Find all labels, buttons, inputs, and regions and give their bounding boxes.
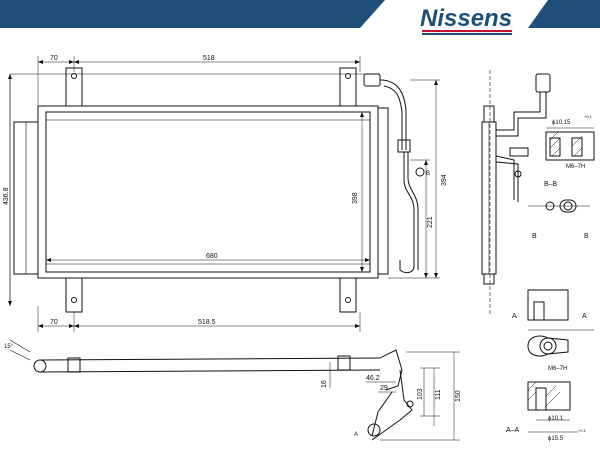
logo-underline-red	[422, 30, 512, 32]
view-b-left: B	[532, 233, 537, 240]
bb-tolerance: +0.1	[584, 114, 593, 119]
section-b-mark-left: B	[426, 171, 430, 177]
section-a-mark-left: A	[512, 313, 517, 320]
dim-pipe-height: 221	[427, 216, 434, 228]
bb-thread: M6–7H	[566, 164, 585, 170]
dim-overall-height: 436.8	[3, 187, 10, 205]
header-banner	[0, 0, 600, 28]
dim-angle: 15°	[4, 344, 14, 350]
dim-core-height: 398	[352, 192, 359, 204]
a-thread: M6–7H	[548, 366, 567, 372]
bb-label: B–B	[544, 181, 558, 188]
dim-29: 29	[380, 385, 388, 392]
dim-111: 111	[435, 389, 442, 400]
section-a-mark-right: A	[582, 313, 587, 320]
bottom-view: 15° A 16 46.2 29 103 111 150	[4, 339, 462, 441]
banner-right-stripe	[528, 0, 600, 28]
detail-bb: ϕ10.15 +0.1 M6–7H B–B B B	[528, 114, 595, 240]
aa-tolerance: +0.1	[578, 428, 587, 433]
aa-diameter-large: ϕ15.5	[548, 436, 564, 442]
dim-103: 103	[417, 388, 424, 400]
dim-bottom-width: 518.5	[198, 319, 216, 326]
dim-side-height: 394	[441, 174, 448, 186]
view-b-right: B	[584, 233, 589, 240]
front-view: 70 518 680 398 436.8	[3, 55, 448, 332]
dim-top-offset: 70	[50, 55, 58, 62]
dim-overall-width: 680	[206, 253, 218, 260]
dim-150: 150	[455, 390, 462, 402]
dim-46-2: 46.2	[366, 375, 380, 382]
bb-diameter: ϕ10.15	[552, 120, 571, 126]
view-a-bottom: A	[354, 432, 358, 438]
detail-aa: A–A ϕ10.1 ϕ15.5 +0.1	[506, 381, 587, 442]
dim-16: 16	[321, 380, 328, 388]
banner-left-stripe	[0, 0, 385, 28]
side-view	[481, 70, 551, 314]
brand-name: Nissens	[420, 5, 512, 32]
aa-label: A–A	[506, 427, 520, 434]
dim-bottom-offset: 70	[50, 319, 58, 326]
technical-drawing: 70 518 680 398 436.8	[3, 55, 595, 442]
detail-a: A A M6–7H	[512, 289, 594, 372]
logo-underline-blue	[422, 33, 512, 35]
brand-logo: Nissens	[412, 2, 522, 38]
aa-diameter-small: ϕ10.1	[548, 416, 564, 422]
dim-top-width: 518	[203, 55, 215, 62]
